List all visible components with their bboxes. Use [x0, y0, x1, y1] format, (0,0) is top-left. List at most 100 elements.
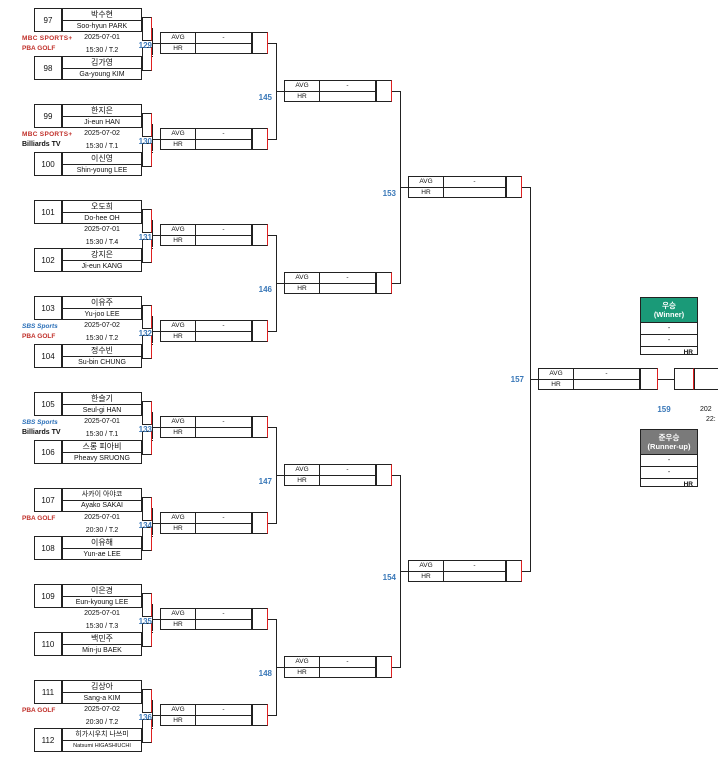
player-korean-name: 한지은 [63, 105, 141, 117]
winner-box: 우승(Winner)--HR [640, 297, 698, 356]
seed-number: 107 [34, 488, 62, 512]
player-korean-name: 한슬기 [63, 393, 141, 405]
bracket-line [268, 427, 276, 428]
avg-label: AVG [409, 561, 444, 571]
bracket-line [276, 667, 284, 668]
bracket-line [268, 139, 276, 140]
connector-box [142, 497, 152, 521]
match-time-table: 15:30 / T.2 [85, 47, 119, 54]
match-date: 2025-07-01 [84, 610, 120, 617]
seed-number: 97 [34, 8, 62, 32]
match-date: 2025-07-01 [84, 226, 120, 233]
hr-value [320, 476, 375, 486]
broadcaster-logo: PBA GOLF [22, 333, 56, 340]
stat-box: AVG-HR [408, 176, 506, 198]
connector-box [376, 272, 392, 294]
connector-box [252, 416, 268, 438]
seed-number: 106 [34, 440, 62, 464]
avg-label: AVG [161, 705, 196, 715]
player-english-name: Ji-eun HAN [84, 118, 120, 126]
connector-box [142, 719, 152, 743]
avg-label: AVG [161, 321, 196, 331]
broadcaster-logo: PBA GOLF [22, 707, 56, 714]
bracket-line [152, 700, 153, 727]
match-number: 157 [510, 375, 524, 384]
avg-label: AVG [161, 609, 196, 619]
avg-value: - [605, 370, 608, 378]
final-stat-box-partial [694, 368, 718, 390]
avg-label: AVG [409, 177, 444, 187]
runner-box: 준우승(Runner-up)--HR [640, 429, 698, 488]
winner-val1: - [641, 322, 697, 334]
bracket-line [392, 283, 400, 284]
stat-box: AVG-HR [160, 320, 252, 342]
player-korean-name: 이신영 [63, 153, 141, 165]
stat-box: AVG-HR [160, 416, 252, 438]
runner-header: 준우승(Runner-up) [641, 430, 697, 454]
connector-box [142, 401, 152, 425]
match-number: 134 [138, 521, 152, 530]
connector-box [252, 608, 268, 630]
avg-label: AVG [285, 81, 320, 91]
bracket-line [152, 43, 160, 44]
match-number: 147 [258, 477, 272, 486]
hr-label: HR [285, 283, 320, 293]
match-time-table: 15:30 / T.3 [85, 623, 119, 630]
avg-label: AVG [161, 513, 196, 523]
bracket-line [152, 139, 160, 140]
match-number: 129 [138, 41, 152, 50]
connector-box [506, 176, 522, 198]
connector-box [640, 368, 658, 390]
hr-value [320, 92, 375, 102]
final-match-time: 22: [706, 416, 716, 423]
bracket-line [276, 91, 284, 92]
seed-number: 109 [34, 584, 62, 608]
broadcaster-logo: Billiards TV [22, 141, 61, 148]
bracket-line [268, 43, 276, 44]
stat-box: AVG-HR [160, 704, 252, 726]
bracket-line [392, 91, 400, 92]
hr-value [196, 332, 251, 342]
avg-label: AVG [285, 657, 320, 667]
player-english-name: Ga-young KIM [79, 70, 125, 78]
seed-number: 98 [34, 56, 62, 80]
player-korean-name: 사카이 아야코 [63, 489, 141, 501]
bracket-line [392, 475, 400, 476]
connector-box [142, 431, 152, 455]
bracket-line [268, 715, 276, 716]
player-english-name: Seul-gi HAN [82, 406, 122, 414]
bracket-line [522, 571, 530, 572]
player-korean-name: 이유주 [63, 297, 141, 309]
stat-box: AVG-HR [160, 128, 252, 150]
player-english-name: Shin-young LEE [76, 166, 128, 174]
hr-value [444, 188, 505, 198]
seed-number: 108 [34, 536, 62, 560]
avg-value: - [346, 658, 349, 666]
seed-number: 111 [34, 680, 62, 704]
bracket-line [152, 536, 153, 537]
winner-header: 우승(Winner) [641, 298, 697, 322]
connector-box [142, 689, 152, 713]
connector-box [252, 128, 268, 150]
connector-box [376, 656, 392, 678]
bracket-line [522, 187, 530, 188]
connector-box [506, 560, 522, 582]
match-number: 145 [258, 93, 272, 102]
